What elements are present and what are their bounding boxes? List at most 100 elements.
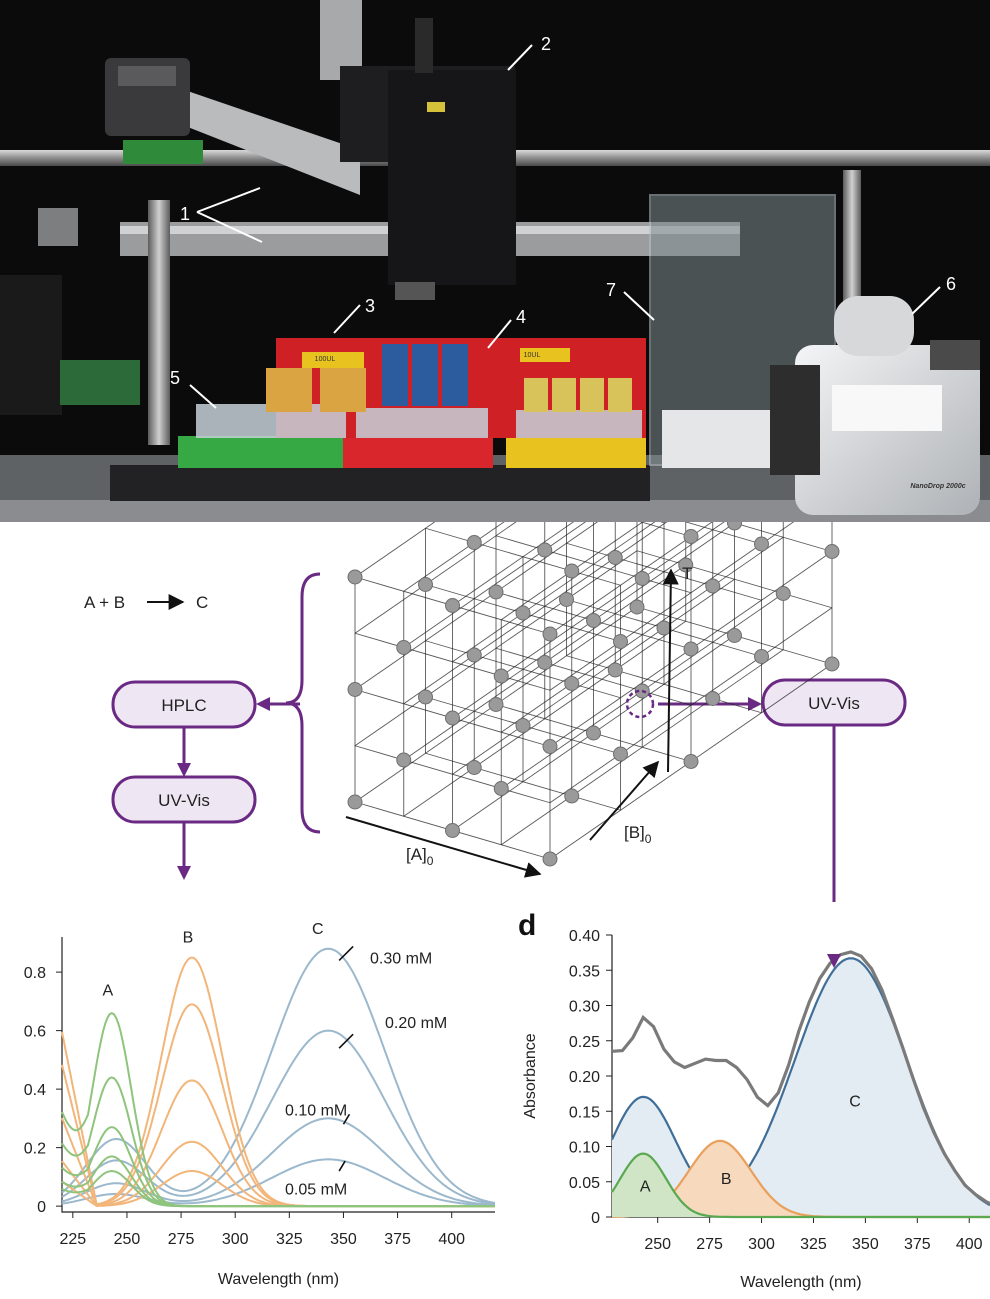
series-C-line	[61, 1029, 496, 1205]
grid-sample-point	[727, 628, 742, 643]
annotation-leader	[338, 1033, 354, 1049]
callout-6: 6	[946, 274, 956, 294]
grid-sample-point	[634, 571, 650, 586]
y-tick-label: 0	[37, 1199, 46, 1216]
x-tick-label: 275	[696, 1236, 723, 1253]
hplc-label: HPLC	[161, 696, 206, 715]
y-tick-label: 0.30	[569, 999, 600, 1016]
a-axis-arrow	[345, 816, 542, 878]
grid-sample-point	[542, 851, 558, 867]
y-tick-label: 0	[591, 1210, 600, 1227]
grid-sample-point	[488, 584, 504, 600]
x-axis-title: Wavelength (nm)	[740, 1274, 861, 1291]
grid-sample-point	[775, 586, 791, 601]
x-tick-label: 225	[59, 1231, 86, 1248]
grid-sample-point	[488, 697, 504, 712]
x-tick-label: 400	[438, 1231, 465, 1248]
grid-sample-point	[683, 754, 699, 769]
y-axis-title: Absorbance	[522, 1033, 539, 1118]
x-tick-label: 350	[330, 1231, 357, 1248]
grid-sample-point	[347, 794, 363, 810]
concentration-label: 0.05 mM	[285, 1182, 347, 1199]
annotation-leader	[338, 1160, 346, 1172]
uvvis-left-box: UV-Vis	[111, 775, 257, 824]
measured-spectrum-line	[611, 950, 990, 1206]
x-tick-label: 250	[114, 1231, 141, 1248]
series-A-line	[61, 1169, 495, 1208]
y-tick-label: 0.8	[24, 965, 46, 982]
b-axis-label: [B]0	[624, 823, 652, 846]
workflow-diagram: A + B C HPLC UV-Vis UV-Vis T [B]0 [A]0	[84, 374, 907, 932]
peak-label-B: B	[183, 930, 194, 947]
robot-platform-illustration: NanoDrop 2000c 100UL 10UL 1 2 3 4 5 6 7	[0, 0, 990, 522]
grid-sample-point	[542, 739, 558, 754]
grid-sample-point	[564, 676, 580, 691]
x-axis-title: Wavelength (nm)	[218, 1271, 339, 1288]
grid-sample-point	[656, 620, 672, 636]
series-C-line	[61, 947, 496, 1204]
lab-photo: NanoDrop 2000c 100UL 10UL 1 2 3 4 5 6 7	[0, 0, 990, 522]
grid-sample-point	[629, 599, 645, 615]
callout-3: 3	[365, 296, 375, 316]
grid-sample-point	[559, 592, 574, 607]
grid-sample-point	[754, 649, 769, 664]
reaction-reactants: A + B	[84, 593, 125, 612]
cube-gridline	[495, 535, 692, 594]
y-tick-label: 0.15	[569, 1104, 600, 1121]
grid-sample-point	[613, 634, 628, 649]
y-tick-label: 0.6	[24, 1024, 46, 1041]
cube-gridline	[495, 647, 692, 706]
grid-sample-point	[493, 781, 509, 796]
concentration-label: 0.10 mM	[285, 1103, 347, 1120]
hplc-box: HPLC	[111, 680, 257, 729]
spectrometer-brand: NanoDrop 2000c	[910, 483, 965, 490]
grid-sample-point	[586, 613, 601, 628]
grid-sample-point	[656, 508, 672, 523]
grid-sample-point	[613, 746, 628, 762]
grid-sample-point	[727, 515, 742, 531]
grid-sample-point	[396, 640, 412, 655]
grid-sample-point	[705, 691, 721, 706]
grid-sample-point	[418, 689, 433, 705]
grid-sample-point	[493, 668, 509, 684]
x-tick-label: 375	[904, 1236, 931, 1253]
panel-label-d: d	[518, 909, 536, 942]
y-tick-label: 0.4	[24, 1082, 46, 1099]
x-tick-label: 300	[748, 1236, 775, 1253]
series-C-line	[61, 1117, 496, 1207]
y-tick-label: 0.10	[569, 1140, 600, 1157]
grid-sample-point	[537, 542, 553, 558]
grid-sample-point	[347, 682, 363, 697]
x-tick-label: 250	[644, 1236, 671, 1253]
uvvis-left-label: UV-Vis	[158, 791, 210, 810]
x-tick-label: 300	[222, 1231, 249, 1248]
annotation-leader	[338, 945, 354, 961]
area-label-B: B	[721, 1171, 732, 1188]
x-tick-label: 400	[956, 1236, 983, 1253]
grid-sample-point	[418, 577, 433, 592]
highlighted-sample	[625, 689, 655, 719]
grid-sample-point	[824, 544, 840, 559]
y-tick-label: 0.35	[569, 963, 600, 980]
y-tick-label: 0.20	[569, 1069, 600, 1086]
cube-gridline	[566, 655, 762, 714]
t-axis-label: T	[682, 564, 692, 583]
peak-label-A: A	[102, 982, 113, 999]
x-tick-label: 350	[852, 1236, 879, 1253]
grid-sample-point	[705, 578, 721, 594]
grid-sample-point	[824, 656, 840, 672]
y-tick-label: 0.40	[569, 928, 600, 945]
concentration-label: 0.20 mM	[385, 1015, 447, 1032]
x-tick-label: 275	[168, 1231, 195, 1248]
cube-gridline	[425, 527, 621, 586]
area-label-C: C	[849, 1094, 861, 1111]
workflow-schematic: A + B C HPLC UV-Vis UV-Vis T [B]0 [A]0	[0, 374, 990, 932]
area-label-A: A	[640, 1178, 651, 1195]
area-C-fill	[612, 958, 990, 1217]
grid-sample-point	[466, 647, 482, 663]
arrow-head-panel-d	[827, 954, 841, 968]
grid-sample-point	[396, 752, 412, 768]
y-tick-label: 0.25	[569, 1034, 600, 1051]
